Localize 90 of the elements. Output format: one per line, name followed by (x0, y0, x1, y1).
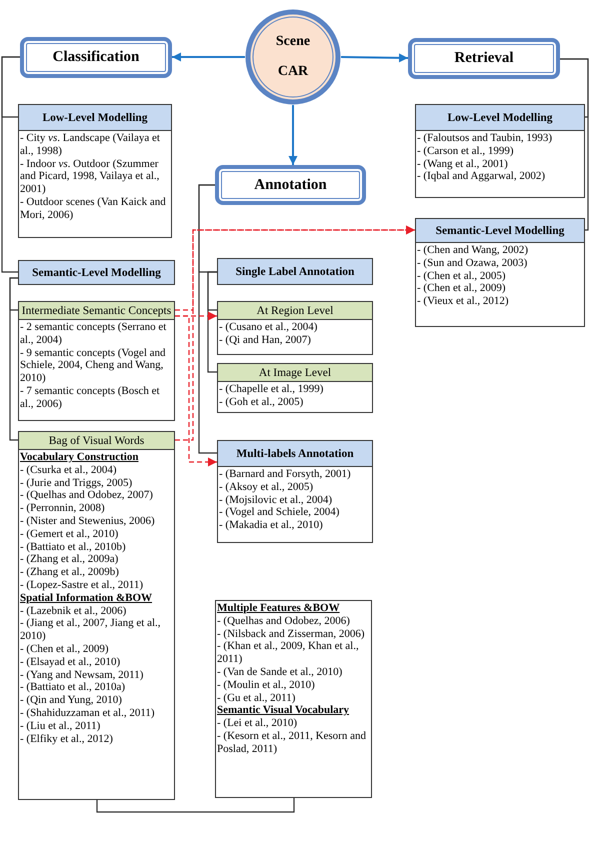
reference-item: - (Jurie and Triggs, 2005) (20, 476, 134, 490)
reference-item: - (Battiato et al., 2010b) (20, 540, 127, 554)
reference-item: - (Kesorn et al., 2011, Kesorn and Poslad, 2011) (217, 730, 367, 756)
reference-item: - (Csurka et al., 2004) (20, 464, 118, 477)
connector-line (198, 184, 217, 454)
reference-item: - (Faloutsos and Taubin, 1993) (417, 132, 553, 145)
connector-line (207, 271, 217, 373)
reference-item: - (Perronnin, 2008) (20, 502, 106, 515)
reference-item: - (Nister and Stewenius, 2006) (20, 514, 156, 528)
reference-item: - (Chen et al., 2009) (417, 282, 507, 296)
reference-card (18, 301, 175, 421)
section-heading: Spatial Information &BOW (20, 592, 154, 605)
card-header: Semantic-Level Modelling (416, 219, 584, 243)
reference-item: - (Moulin et al., 2010) (217, 678, 316, 692)
reference-item: - (Lopez-Sastre et al., 2011) (20, 578, 144, 592)
reference-item: - (Van de Sande et al., 2010) (217, 666, 344, 679)
reference-card (18, 431, 175, 800)
reference-item: - (Sun and Ozawa, 2003) (417, 256, 528, 270)
reference-item: - (Battiato et al., 2010a) (20, 681, 126, 694)
reference-item: - (Vogel and Schiele, 2004) (219, 506, 340, 520)
card-header: At Image Level (218, 364, 372, 382)
reference-item: - (Qin and Yung, 2010) (20, 694, 123, 707)
subcategory-box: Single Label Annotation (217, 258, 373, 285)
reference-item: - (Liu et al., 2011) (20, 720, 102, 733)
reference-item: - Indoor vs. Outdoor (Szummer and Picard, 1998, Vailaya et al., 2001) (20, 158, 160, 196)
circle-label: Scene CAR (274, 33, 312, 81)
card-header: Low-Level Modelling (416, 105, 584, 131)
reference-item: - (Iqbal and Aggarwal, 2002) (417, 170, 546, 184)
reference-item: - 9 semantic concepts (Vogel and Schiele, 2004, Cheng and Wang, 2010) (20, 346, 167, 385)
reference-item: - (Gemert et al., 2010) (20, 528, 120, 541)
connector-line (96, 798, 295, 813)
reference-item: - (Elsayad et al., 2010) (20, 656, 122, 669)
reference-item: - (Nilsback and Zisserman, 2006) (217, 628, 366, 640)
reference-item: - City vs. Landscape (Vailaya et al., 1998) (20, 132, 161, 158)
reference-item: - (Quelhas and Odobez, 2007) (20, 489, 154, 502)
reference-item: - (Qi and Han, 2007) (219, 334, 312, 347)
reference-card (415, 218, 585, 327)
reference-item: - (Makadia et al., 2010) (219, 519, 324, 532)
reference-item: - (Khan et al., 2009, Khan et al., 2011) (217, 640, 360, 666)
reference-card (215, 600, 372, 798)
arrow (340, 53, 408, 62)
reference-item: - (Chen et al., 2005) (417, 270, 507, 282)
reference-item: - (Zhang et al., 2009a) (20, 553, 120, 566)
category-box: Annotation (215, 165, 366, 205)
connector-line (9, 277, 18, 441)
reference-item: - (Lei et al., 2010) (217, 717, 298, 730)
reference-item: - (Lazebnik et al., 2006) (20, 604, 128, 618)
reference-item: - (Jiang et al., 2007, Jiang et al., 2010) (20, 617, 162, 643)
card-header: At Region Level (218, 302, 372, 320)
reference-item: - 7 semantic concepts (Bosch et al., 2006) (20, 384, 161, 411)
reference-card (217, 440, 373, 543)
reference-item: - (Cusano et al., 2004) (219, 321, 318, 334)
reference-item: - (Aksoy et al., 2005) (219, 480, 314, 494)
reference-item: - (Goh et al., 2005) (219, 396, 304, 409)
category-box: Retrieval (408, 38, 560, 79)
dashed-arrow (175, 226, 415, 441)
reference-item: - (Elfiky et al., 2012) (20, 732, 114, 746)
dashed-arrow (175, 315, 217, 466)
reference-card (217, 301, 373, 355)
reference-item: - (Shahiduzzaman et al., 2011) (20, 706, 156, 720)
card-header: Low-Level Modelling (19, 105, 171, 131)
reference-item: - (Zhang et al., 2009b) (20, 566, 120, 579)
arrow (172, 52, 245, 62)
reference-item: - Outdoor scenes (Van Kaick and Mori, 2006) (20, 196, 167, 222)
reference-item: - (Barnard and Forsyth, 2001) (219, 468, 352, 481)
arrow (288, 105, 298, 165)
section-heading: Vocabulary Construction (20, 451, 140, 464)
reference-item: - (Quelhas and Odobez, 2006) (217, 614, 351, 628)
category-box: Classification (20, 37, 172, 78)
reference-item: - 2 semantic concepts (Serrano et al., 2004) (20, 321, 168, 347)
reference-item: - (Chen and Wang, 2002) (417, 244, 530, 257)
reference-item: - (Chapelle et al., 1999) (219, 383, 324, 396)
card-header: Bag of Visual Words (19, 432, 174, 450)
reference-item: - (Wang et al., 2001) (417, 158, 509, 170)
reference-item: - (Mojsilovic et al., 2004) (219, 494, 334, 506)
reference-card (18, 104, 172, 238)
reference-item: - (Chen et al., 2009) (20, 642, 110, 656)
reference-item: - (Gu et al., 2011) (217, 692, 296, 704)
connector-line (560, 58, 589, 231)
reference-item: - (Carson et al., 1999) (417, 144, 515, 158)
section-heading: Semantic Visual Vocabulary (217, 704, 350, 718)
section-heading: Multiple Features &BOW (217, 602, 341, 615)
card-header: Intermediate Semantic Concepts (19, 302, 174, 320)
connector-line (1, 56, 20, 273)
subcategory-box: Semantic-Level Modelling (18, 260, 175, 285)
reference-item: - (Yang and Newsam, 2011) (20, 668, 144, 682)
reference-card (217, 363, 373, 413)
reference-item: - (Vieux et al., 2012) (417, 295, 510, 308)
reference-card (415, 104, 585, 198)
card-header: Multi-labels Annotation (218, 441, 372, 467)
